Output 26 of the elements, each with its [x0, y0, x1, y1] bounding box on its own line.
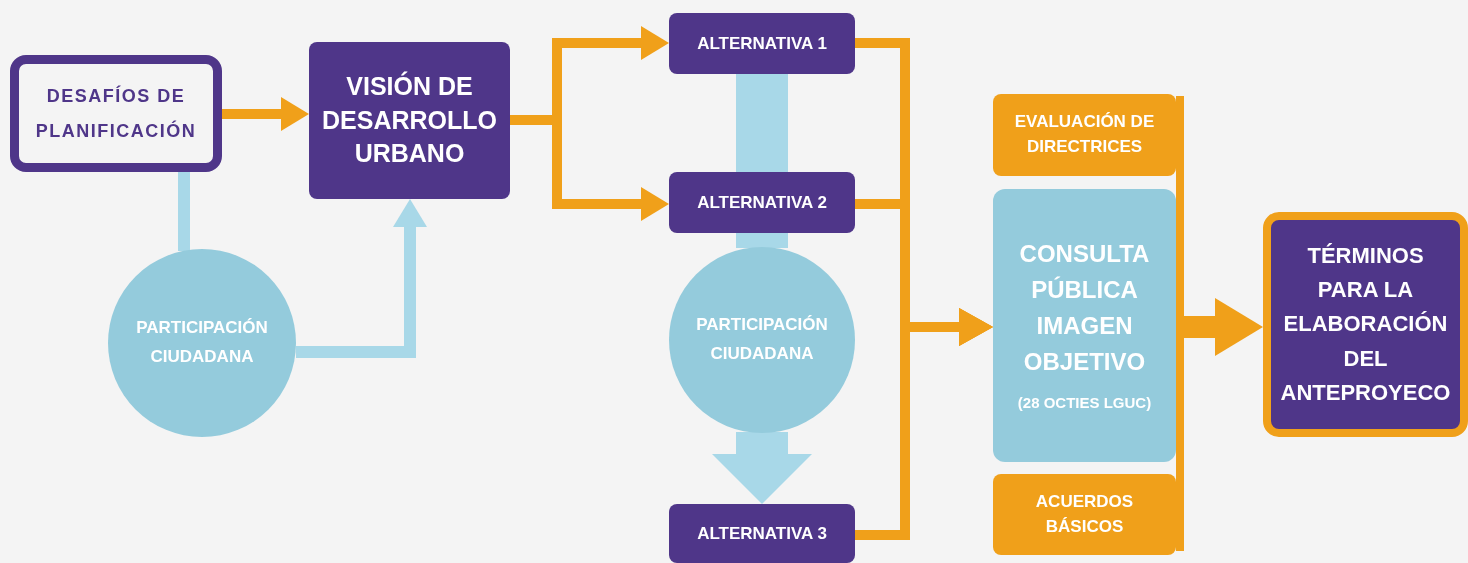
node-label: CONSULTA PÚBLICA IMAGEN OBJETIVO — [1018, 239, 1151, 378]
node-label: ALTERNATIVA 3 — [697, 522, 827, 545]
node-label: PARTICIPACIÓN CIUDADANA — [695, 314, 829, 365]
arrow — [855, 308, 993, 540]
process-box — [993, 474, 1176, 555]
side-bar — [1176, 96, 1184, 551]
arrow — [296, 199, 427, 358]
process-box — [309, 42, 510, 199]
alternative-box — [669, 13, 855, 74]
process-box — [993, 94, 1176, 176]
alternative-box — [669, 172, 855, 233]
node-label: ALTERNATIVA 2 — [697, 191, 827, 214]
arrow — [222, 97, 309, 131]
node-label: TÉRMINOS PARA LA ELABORACIÓN DEL ANTEPROYECO — [1279, 242, 1452, 407]
node-label: EVALUACIÓN DE DIRECTRICES — [1013, 111, 1156, 158]
arrow — [712, 432, 812, 504]
process-box — [10, 55, 222, 172]
process-box — [993, 189, 1176, 462]
node-label: VISIÓN DE DESARROLLO URBANO — [321, 70, 498, 170]
node-label: DESAFÍOS DE PLANIFICACIÓN — [34, 84, 198, 143]
node-label: PARTICIPACIÓN CIUDADANA — [135, 317, 269, 368]
result-box — [1263, 212, 1468, 437]
node-note: (28 OCTIES LGUC) — [1017, 393, 1152, 414]
node-label: ACUERDOS BÁSICOS — [1034, 490, 1135, 538]
node-label: ALTERNATIVA 1 — [697, 32, 827, 55]
alternative-box — [669, 504, 855, 563]
